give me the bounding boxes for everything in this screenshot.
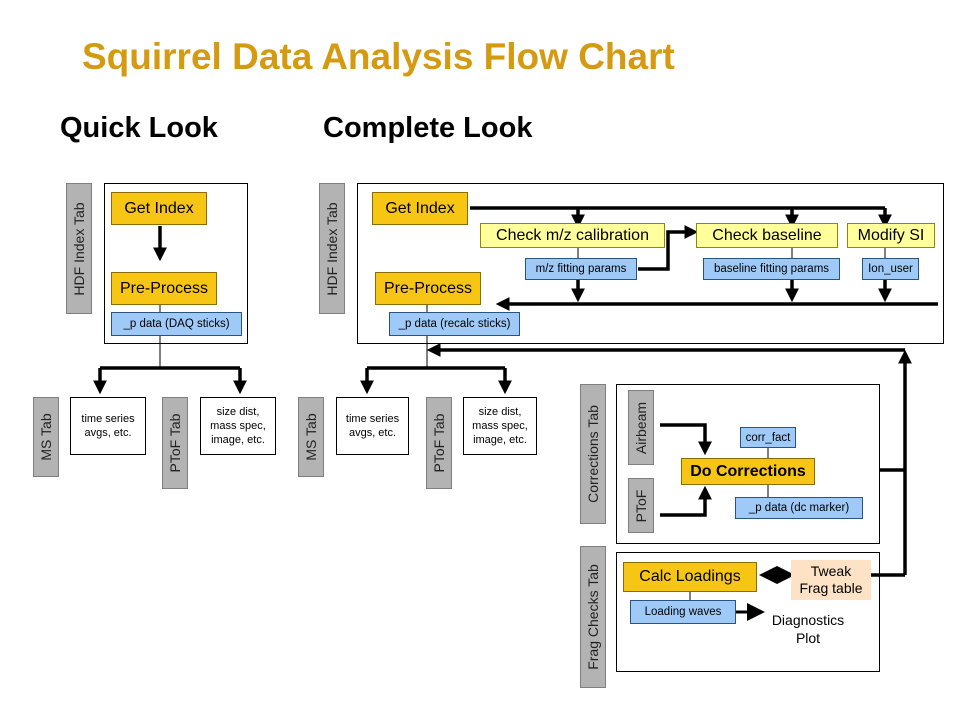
- tweak-frag-table-button[interactable]: Tweak Frag table: [791, 560, 871, 600]
- airbeam-to-docorrections-arrow: [660, 423, 712, 456]
- complete-look-heading: Complete Look: [323, 112, 533, 144]
- airbeam-tab-label: Airbeam: [633, 401, 649, 454]
- page-title: Squirrel Data Analysis Flow Chart: [82, 36, 675, 77]
- mz-params-to-baseline-arrow: [638, 225, 699, 271]
- calc-loadings-button[interactable]: Calc Loadings: [623, 562, 757, 592]
- complete-ms-note: time series avgs, etc.: [336, 397, 409, 455]
- quick-ms-note: time series avgs, etc.: [70, 397, 146, 455]
- complete-get-index-button[interactable]: Get Index: [372, 192, 468, 225]
- ion-user-wave: Ion_user: [862, 258, 919, 280]
- ptof-corrections-tab[interactable]: PToF: [628, 478, 654, 533]
- complete-hdf-index-tab-label: HDF Index Tab: [324, 201, 340, 296]
- baseline-fitting-params-wave: baseline fitting params: [703, 258, 840, 280]
- quick-hdf-index-tab[interactable]: HDF Index Tab: [66, 183, 92, 314]
- quick-get-index-button[interactable]: Get Index: [111, 192, 207, 225]
- complete-pre-process-button[interactable]: Pre-Process: [375, 272, 481, 305]
- complete-ptof-tab-label: PToF Tab: [431, 413, 447, 473]
- loading-waves-wave: Loading waves: [630, 600, 736, 624]
- complete-ms-tab-label: MS Tab: [303, 413, 319, 461]
- ptof-corrections-tab-label: PToF: [633, 489, 649, 522]
- quick-p-data-wave: _p data (DAQ sticks): [111, 312, 242, 336]
- frag-checks-tab[interactable]: Frag Checks Tab: [580, 546, 606, 688]
- quick-look-heading: Quick Look: [60, 112, 218, 144]
- diagnostics-plot-label: Diagnostics Plot: [771, 612, 845, 646]
- dc-marker-p-data-wave: _p data (dc marker): [735, 497, 863, 519]
- airbeam-tab[interactable]: Airbeam: [628, 390, 654, 465]
- complete-p-data-wave: _p data (recalc sticks): [389, 312, 520, 336]
- modify-si-button[interactable]: Modify SI: [847, 223, 935, 248]
- quick-ptof-tab-label: PToF Tab: [167, 413, 183, 473]
- mz-fitting-params-wave: m/z fitting params: [525, 258, 637, 280]
- check-mz-calibration-button[interactable]: Check m/z calibration: [480, 223, 665, 248]
- corrections-tab[interactable]: Corrections Tab: [580, 384, 606, 524]
- complete-ptof-tab[interactable]: PToF Tab: [426, 397, 452, 489]
- quick-ms-tab-label: MS Tab: [38, 413, 54, 461]
- corr-fact-wave: corr_fact: [740, 427, 796, 448]
- complete-hdf-index-tab[interactable]: HDF Index Tab: [319, 183, 345, 314]
- corrections-tab-label: Corrections Tab: [585, 405, 601, 503]
- quick-ptof-tab[interactable]: PToF Tab: [162, 397, 188, 489]
- quick-ms-tab[interactable]: MS Tab: [33, 397, 59, 477]
- quick-pre-process-button[interactable]: Pre-Process: [111, 272, 217, 305]
- quick-ptof-note: size dist, mass spec, image, etc.: [200, 397, 276, 455]
- ptof-to-docorrections-arrow: [660, 485, 712, 517]
- quick-hdf-index-tab-label: HDF Index Tab: [71, 201, 87, 296]
- do-corrections-button[interactable]: Do Corrections: [681, 458, 815, 485]
- frag-checks-tab-label: Frag Checks Tab: [585, 564, 601, 670]
- complete-ms-tab[interactable]: MS Tab: [298, 397, 324, 477]
- check-baseline-button[interactable]: Check baseline: [696, 223, 838, 248]
- complete-ptof-note: size dist, mass spec, image, etc.: [463, 397, 537, 455]
